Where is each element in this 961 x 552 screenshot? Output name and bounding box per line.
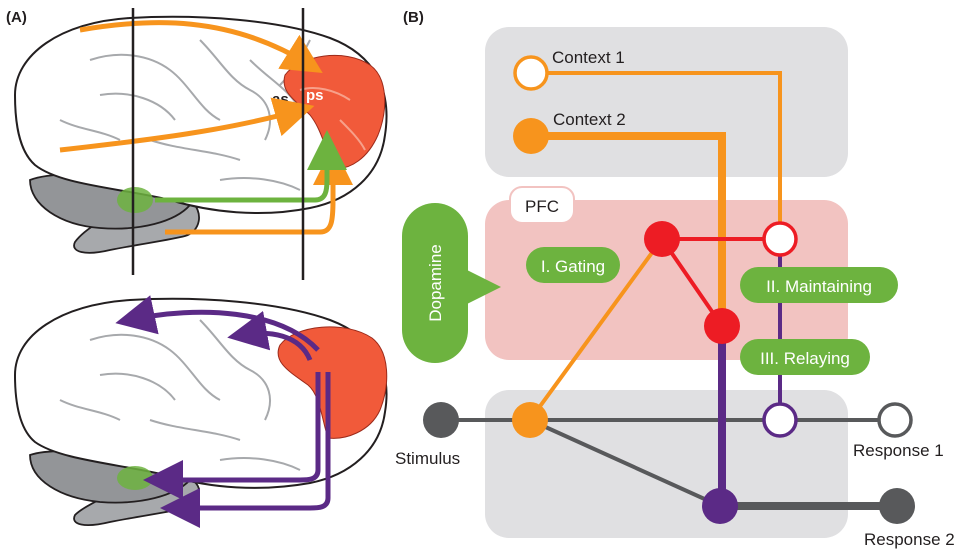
panel-a-label: (A)	[6, 9, 27, 26]
orange-arrow-mid	[59, 97, 315, 153]
response1-node	[877, 402, 913, 438]
stimulus-label: Stimulus	[395, 449, 460, 468]
relaying-pill	[740, 339, 870, 375]
maintain-node	[762, 221, 798, 257]
context1-node	[513, 55, 549, 91]
context2-label: Context 2	[553, 110, 626, 129]
orange-arrow-bottom	[165, 145, 353, 235]
maintaining-pill	[740, 267, 898, 303]
pfc-label: PFC	[525, 197, 559, 216]
purple-arrow-stem	[160, 372, 331, 528]
panel-b-label: (B)	[403, 9, 424, 26]
gating-node	[644, 221, 680, 257]
context-box	[485, 27, 848, 177]
top-brain: as ps	[13, 15, 388, 254]
output-box	[485, 390, 848, 538]
response2-node	[879, 488, 915, 524]
green-arrow	[155, 130, 347, 203]
purple-open-node	[762, 402, 798, 438]
connections	[439, 71, 901, 510]
maintaining-label: II. Maintaining	[766, 277, 872, 296]
as-label: as	[272, 91, 289, 108]
purple-node	[702, 488, 738, 524]
stimulus-node	[423, 402, 459, 438]
pfc-tab	[509, 186, 575, 224]
purple-arrow-mid	[227, 310, 313, 362]
response2-label: Response 2	[864, 530, 955, 549]
bottom-brain	[13, 295, 388, 528]
ps-label: ps	[306, 87, 324, 104]
gating-label: I. Gating	[541, 257, 605, 276]
dopamine-label: Dopamine	[426, 244, 445, 322]
context2-node	[513, 118, 549, 154]
orange-arrow-top	[79, 20, 323, 73]
relaying-label: III. Relaying	[760, 349, 850, 368]
striatum-blob-2	[117, 466, 153, 490]
gating-pill	[526, 247, 620, 283]
dopamine-pill	[402, 203, 468, 363]
response1-label: Response 1	[853, 441, 944, 460]
purple-arrow-striatum	[143, 372, 321, 500]
stimulus-orange-node	[512, 402, 548, 438]
relay-node	[704, 308, 740, 344]
striatum-blob	[117, 187, 153, 213]
context1-label: Context 1	[552, 48, 625, 67]
